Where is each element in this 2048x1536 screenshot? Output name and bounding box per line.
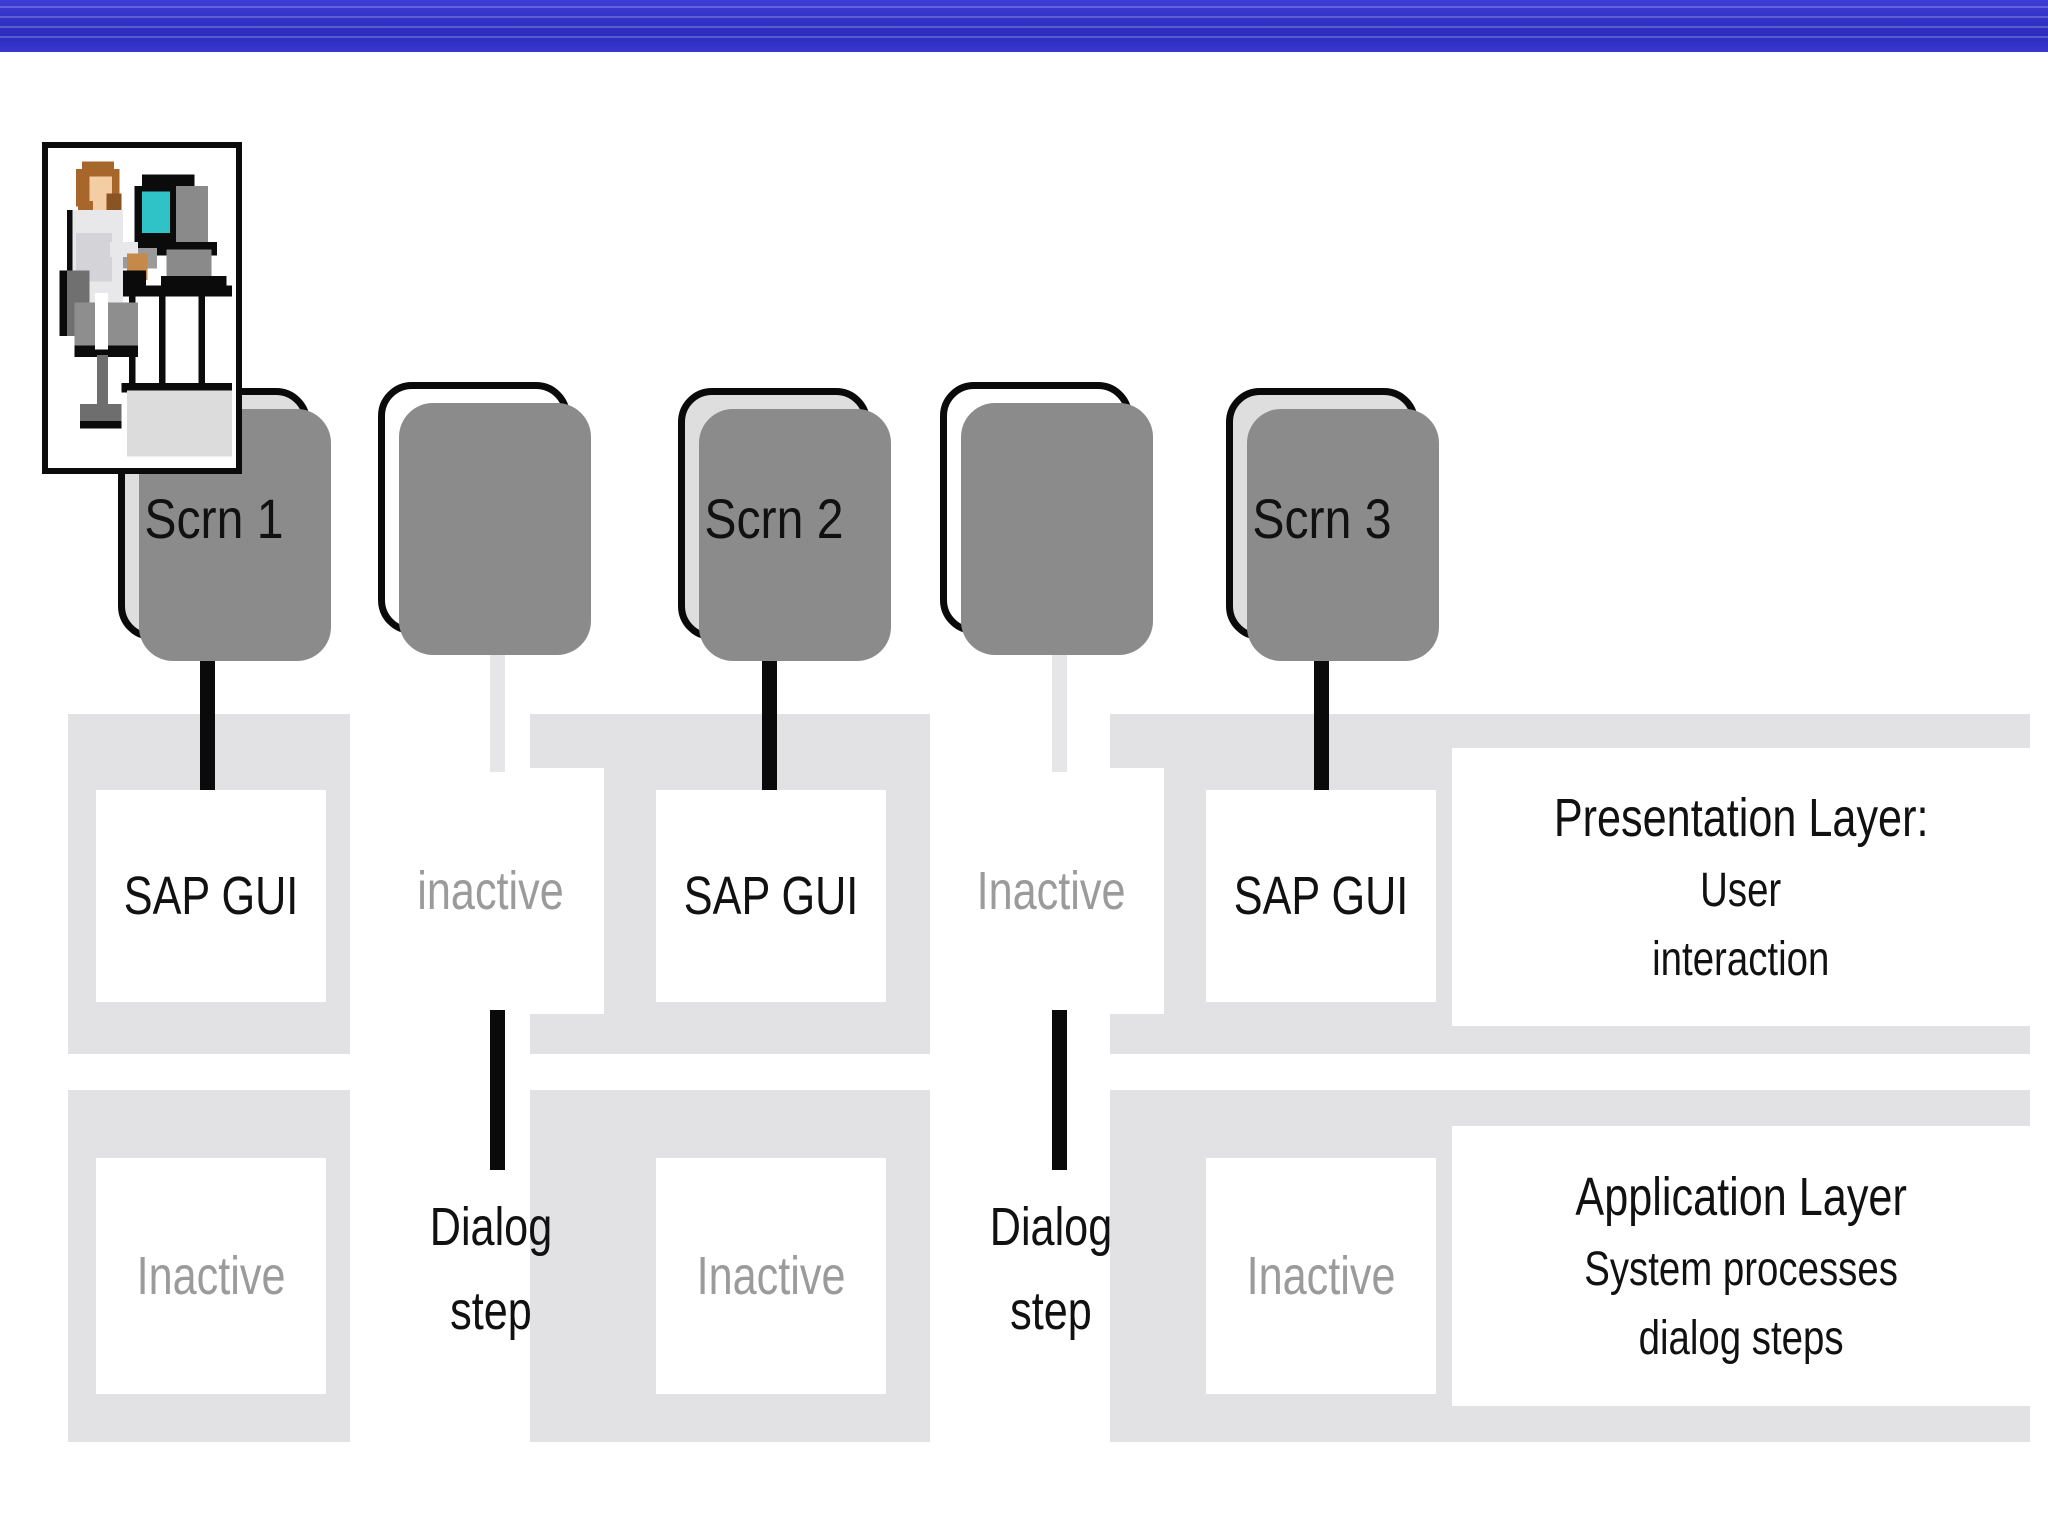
cell-label: SAP GUI (123, 866, 299, 926)
cell-label-line2: step (450, 1280, 532, 1341)
card-shadow (961, 403, 1153, 655)
card-shadow (399, 403, 591, 655)
connector-rod-4 (1052, 646, 1067, 772)
title-band (0, 0, 2048, 52)
presentation-cell-5[interactable]: SAP GUI (1206, 790, 1436, 1002)
screen-card-2[interactable] (378, 382, 591, 655)
connector-rod-4-lower (1052, 1010, 1067, 1170)
card-shadow (1247, 409, 1439, 661)
application-cell-5[interactable]: Inactive (1206, 1158, 1436, 1394)
presentation-cell-4[interactable]: Inactive (938, 768, 1164, 1014)
screen-card-4[interactable] (940, 382, 1153, 655)
card-shadow (699, 409, 891, 661)
presentation-cell-2[interactable]: inactive (378, 768, 604, 1014)
connector-rod-2-lower (490, 1010, 505, 1170)
connector-rod-1 (200, 646, 215, 790)
cell-label: Dialog (429, 1197, 553, 1257)
cell-label: Inactive (136, 1246, 286, 1306)
application-cell-2[interactable]: Dialog step (401, 1186, 582, 1353)
panel-line-3: interaction (1652, 933, 1830, 986)
application-cell-4[interactable]: Dialog step (961, 1186, 1142, 1353)
cell-label: Inactive (1246, 1246, 1396, 1306)
presentation-cell-1[interactable]: SAP GUI (96, 790, 326, 1002)
cell-label: SAP GUI (683, 866, 859, 926)
screen-card-label: Scrn 3 (1252, 486, 1392, 550)
application-cell-3[interactable]: Inactive (656, 1158, 886, 1394)
cell-label: Inactive (696, 1246, 846, 1306)
cell-label: Inactive (976, 861, 1126, 921)
panel-title: Presentation Layer: (1553, 788, 1929, 848)
panel-title: Application Layer (1575, 1167, 1907, 1227)
cell-label-line2: step (1010, 1280, 1092, 1341)
cell-label: inactive (417, 861, 565, 921)
presentation-layer-panel: Presentation Layer: User interaction (1452, 748, 2030, 1026)
user-at-computer-clipart (42, 142, 242, 474)
application-layer-panel: Application Layer System processes dialo… (1452, 1126, 2030, 1406)
presentation-cell-3[interactable]: SAP GUI (656, 790, 886, 1002)
connector-rod-5 (1314, 646, 1329, 790)
connector-rod-3 (762, 646, 777, 790)
screen-card-label: Scrn 1 (144, 486, 284, 550)
panel-line-3: dialog steps (1638, 1312, 1844, 1365)
cell-label: Dialog (989, 1197, 1113, 1257)
application-cell-1[interactable]: Inactive (96, 1158, 326, 1394)
panel-line-2: System processes (1584, 1243, 1898, 1296)
connector-rod-2 (490, 646, 505, 772)
screen-card-3[interactable]: Scrn 2 (678, 388, 891, 661)
screen-card-label: Scrn 2 (704, 486, 844, 550)
panel-line-2: User (1700, 864, 1782, 917)
cell-label: SAP GUI (1233, 866, 1409, 926)
screen-card-5[interactable]: Scrn 3 (1226, 388, 1439, 661)
